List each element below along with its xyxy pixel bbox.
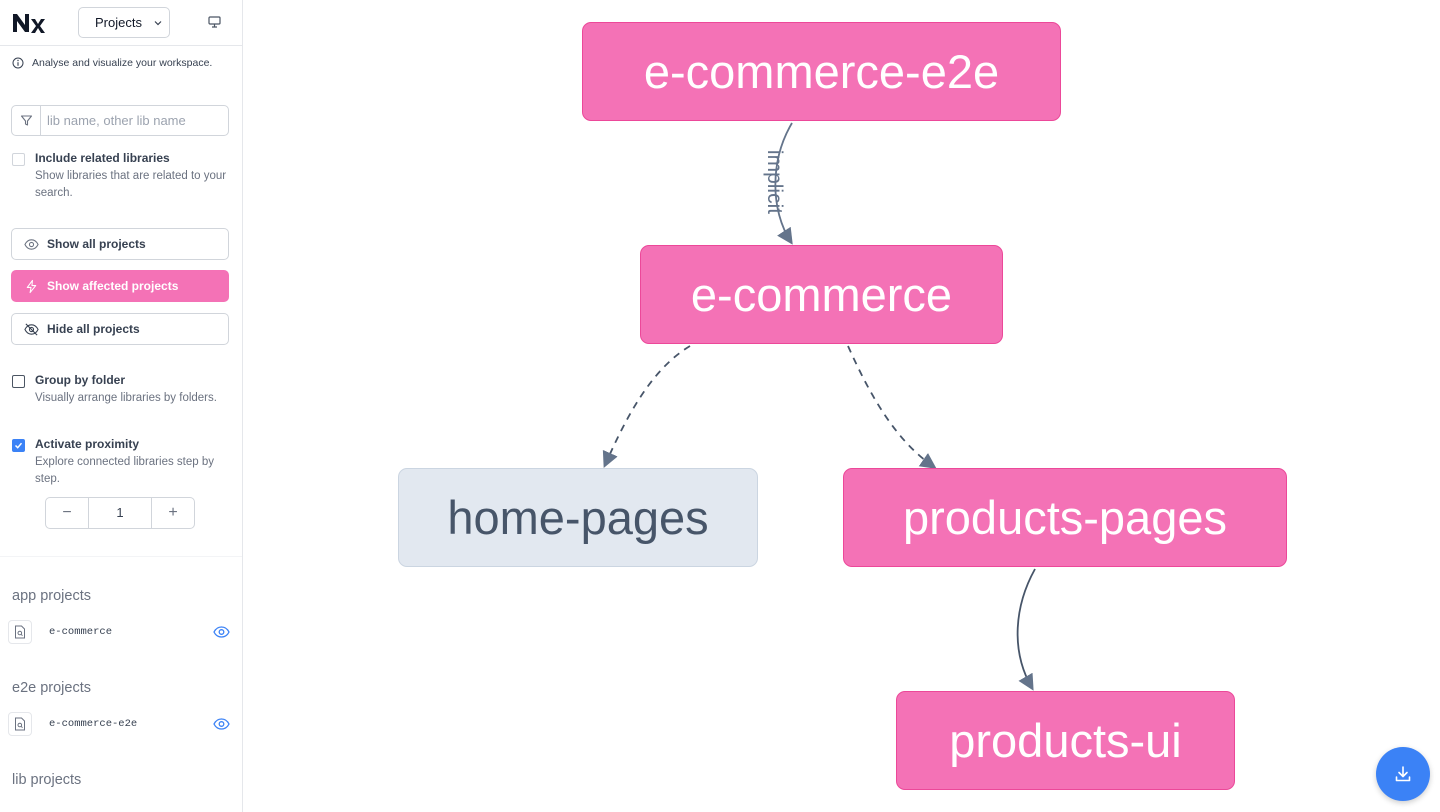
view-select[interactable]: Projects xyxy=(78,7,170,38)
workspace-info: Analyse and visualize your workspace. xyxy=(12,57,212,69)
edge-app-to-home-pages[interactable] xyxy=(602,345,691,468)
download-icon xyxy=(1395,766,1411,782)
node-products-pages[interactable]: products-pages xyxy=(843,468,1287,567)
bolt-icon xyxy=(26,279,37,293)
group-by-folder-title: Group by folder xyxy=(35,373,125,387)
proximity-stepper: − 1 + xyxy=(45,497,195,529)
lib-projects-title: lib projects xyxy=(12,772,82,788)
eye-icon xyxy=(24,238,39,250)
project-row-e-commerce-e2e[interactable]: e-commerce-e2e xyxy=(8,712,230,738)
node-e-commerce-e2e[interactable]: e-commerce-e2e xyxy=(582,22,1061,121)
activate-proximity-title: Activate proximity xyxy=(35,437,140,451)
monitor-icon[interactable] xyxy=(208,16,221,28)
info-text: Analyse and visualize your workspace. xyxy=(32,57,213,69)
filter-field xyxy=(11,105,229,136)
show-all-projects-button[interactable]: Show all projects xyxy=(11,228,229,260)
file-search-icon[interactable] xyxy=(8,712,32,736)
show-affected-projects-button[interactable]: Show affected projects xyxy=(11,270,229,302)
check-icon xyxy=(14,442,23,449)
project-name: e-commerce-e2e xyxy=(49,718,138,730)
show-affected-projects-label: Show affected projects xyxy=(47,279,179,293)
info-icon xyxy=(12,57,24,69)
activate-proximity-checkbox[interactable] xyxy=(12,439,25,452)
filter-icon-box xyxy=(12,106,41,135)
node-home-pages[interactable]: home-pages xyxy=(398,468,758,567)
edge-products-pages-to-products-ui[interactable] xyxy=(1016,568,1036,691)
sidebar-header: Projects xyxy=(0,0,242,46)
eye-off-icon xyxy=(24,322,39,336)
eye-icon[interactable] xyxy=(213,625,230,639)
eye-icon[interactable] xyxy=(213,717,230,731)
e2e-projects-title: e2e projects xyxy=(12,680,91,696)
include-related-title: Include related libraries xyxy=(35,151,170,165)
node-e-commerce[interactable]: e-commerce xyxy=(640,245,1003,344)
edge-label-implicit: implicit xyxy=(763,150,786,214)
group-by-folder-checkbox[interactable] xyxy=(12,375,25,388)
proximity-value[interactable]: 1 xyxy=(88,498,152,528)
include-related-desc: Show libraries that are related to your … xyxy=(35,170,227,199)
show-all-projects-label: Show all projects xyxy=(47,237,146,251)
file-search-icon[interactable] xyxy=(8,620,32,644)
nx-logo[interactable] xyxy=(11,11,47,35)
increment-button[interactable]: + xyxy=(168,504,178,521)
project-row-e-commerce[interactable]: e-commerce xyxy=(8,620,230,646)
sidebar-divider xyxy=(0,556,242,557)
activate-proximity-desc: Explore connected libraries step by step… xyxy=(35,456,214,485)
project-name: e-commerce xyxy=(49,626,113,638)
sidebar: Projects Analyse and visualize your work… xyxy=(0,0,243,812)
download-button[interactable] xyxy=(1376,747,1430,801)
view-select-value: Projects xyxy=(95,15,142,30)
filter-input[interactable] xyxy=(42,106,228,135)
group-by-folder-desc: Visually arrange libraries by folders. xyxy=(35,392,217,404)
hide-all-projects-label: Hide all projects xyxy=(47,322,140,336)
chevron-down-icon xyxy=(154,21,162,26)
edge-app-to-products-pages[interactable] xyxy=(847,345,937,469)
funnel-icon xyxy=(20,115,32,126)
hide-all-projects-button[interactable]: Hide all projects xyxy=(11,313,229,345)
node-products-ui[interactable]: products-ui xyxy=(896,691,1235,790)
decrement-button[interactable]: − xyxy=(62,504,72,521)
app-projects-title: app projects xyxy=(12,588,91,604)
include-related-checkbox[interactable] xyxy=(12,153,25,166)
edge-e2e-to-app[interactable] xyxy=(774,122,793,245)
